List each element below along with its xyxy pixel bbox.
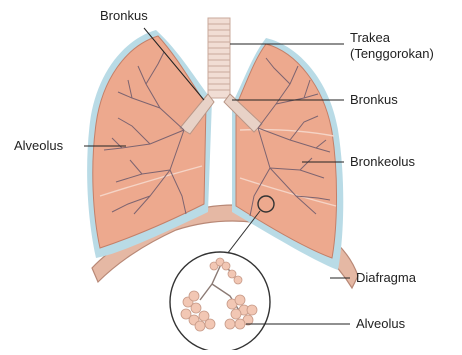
label-diafragma: Diafragma <box>356 270 417 285</box>
label-alveolus-bottom: Alveolus <box>356 316 406 331</box>
label-trakea: Trakea <box>350 30 391 45</box>
label-bronkus-right: Bronkus <box>350 92 398 107</box>
label-bronkeolus: Bronkeolus <box>350 154 416 169</box>
label-tenggorokan: (Tenggorokan) <box>350 46 434 61</box>
label-bronkus-left: Bronkus <box>100 8 148 23</box>
label-alveolus-left: Alveolus <box>14 138 64 153</box>
alveoli-magnified-inset <box>170 252 270 350</box>
right-lung <box>236 44 337 258</box>
trachea <box>208 18 230 98</box>
